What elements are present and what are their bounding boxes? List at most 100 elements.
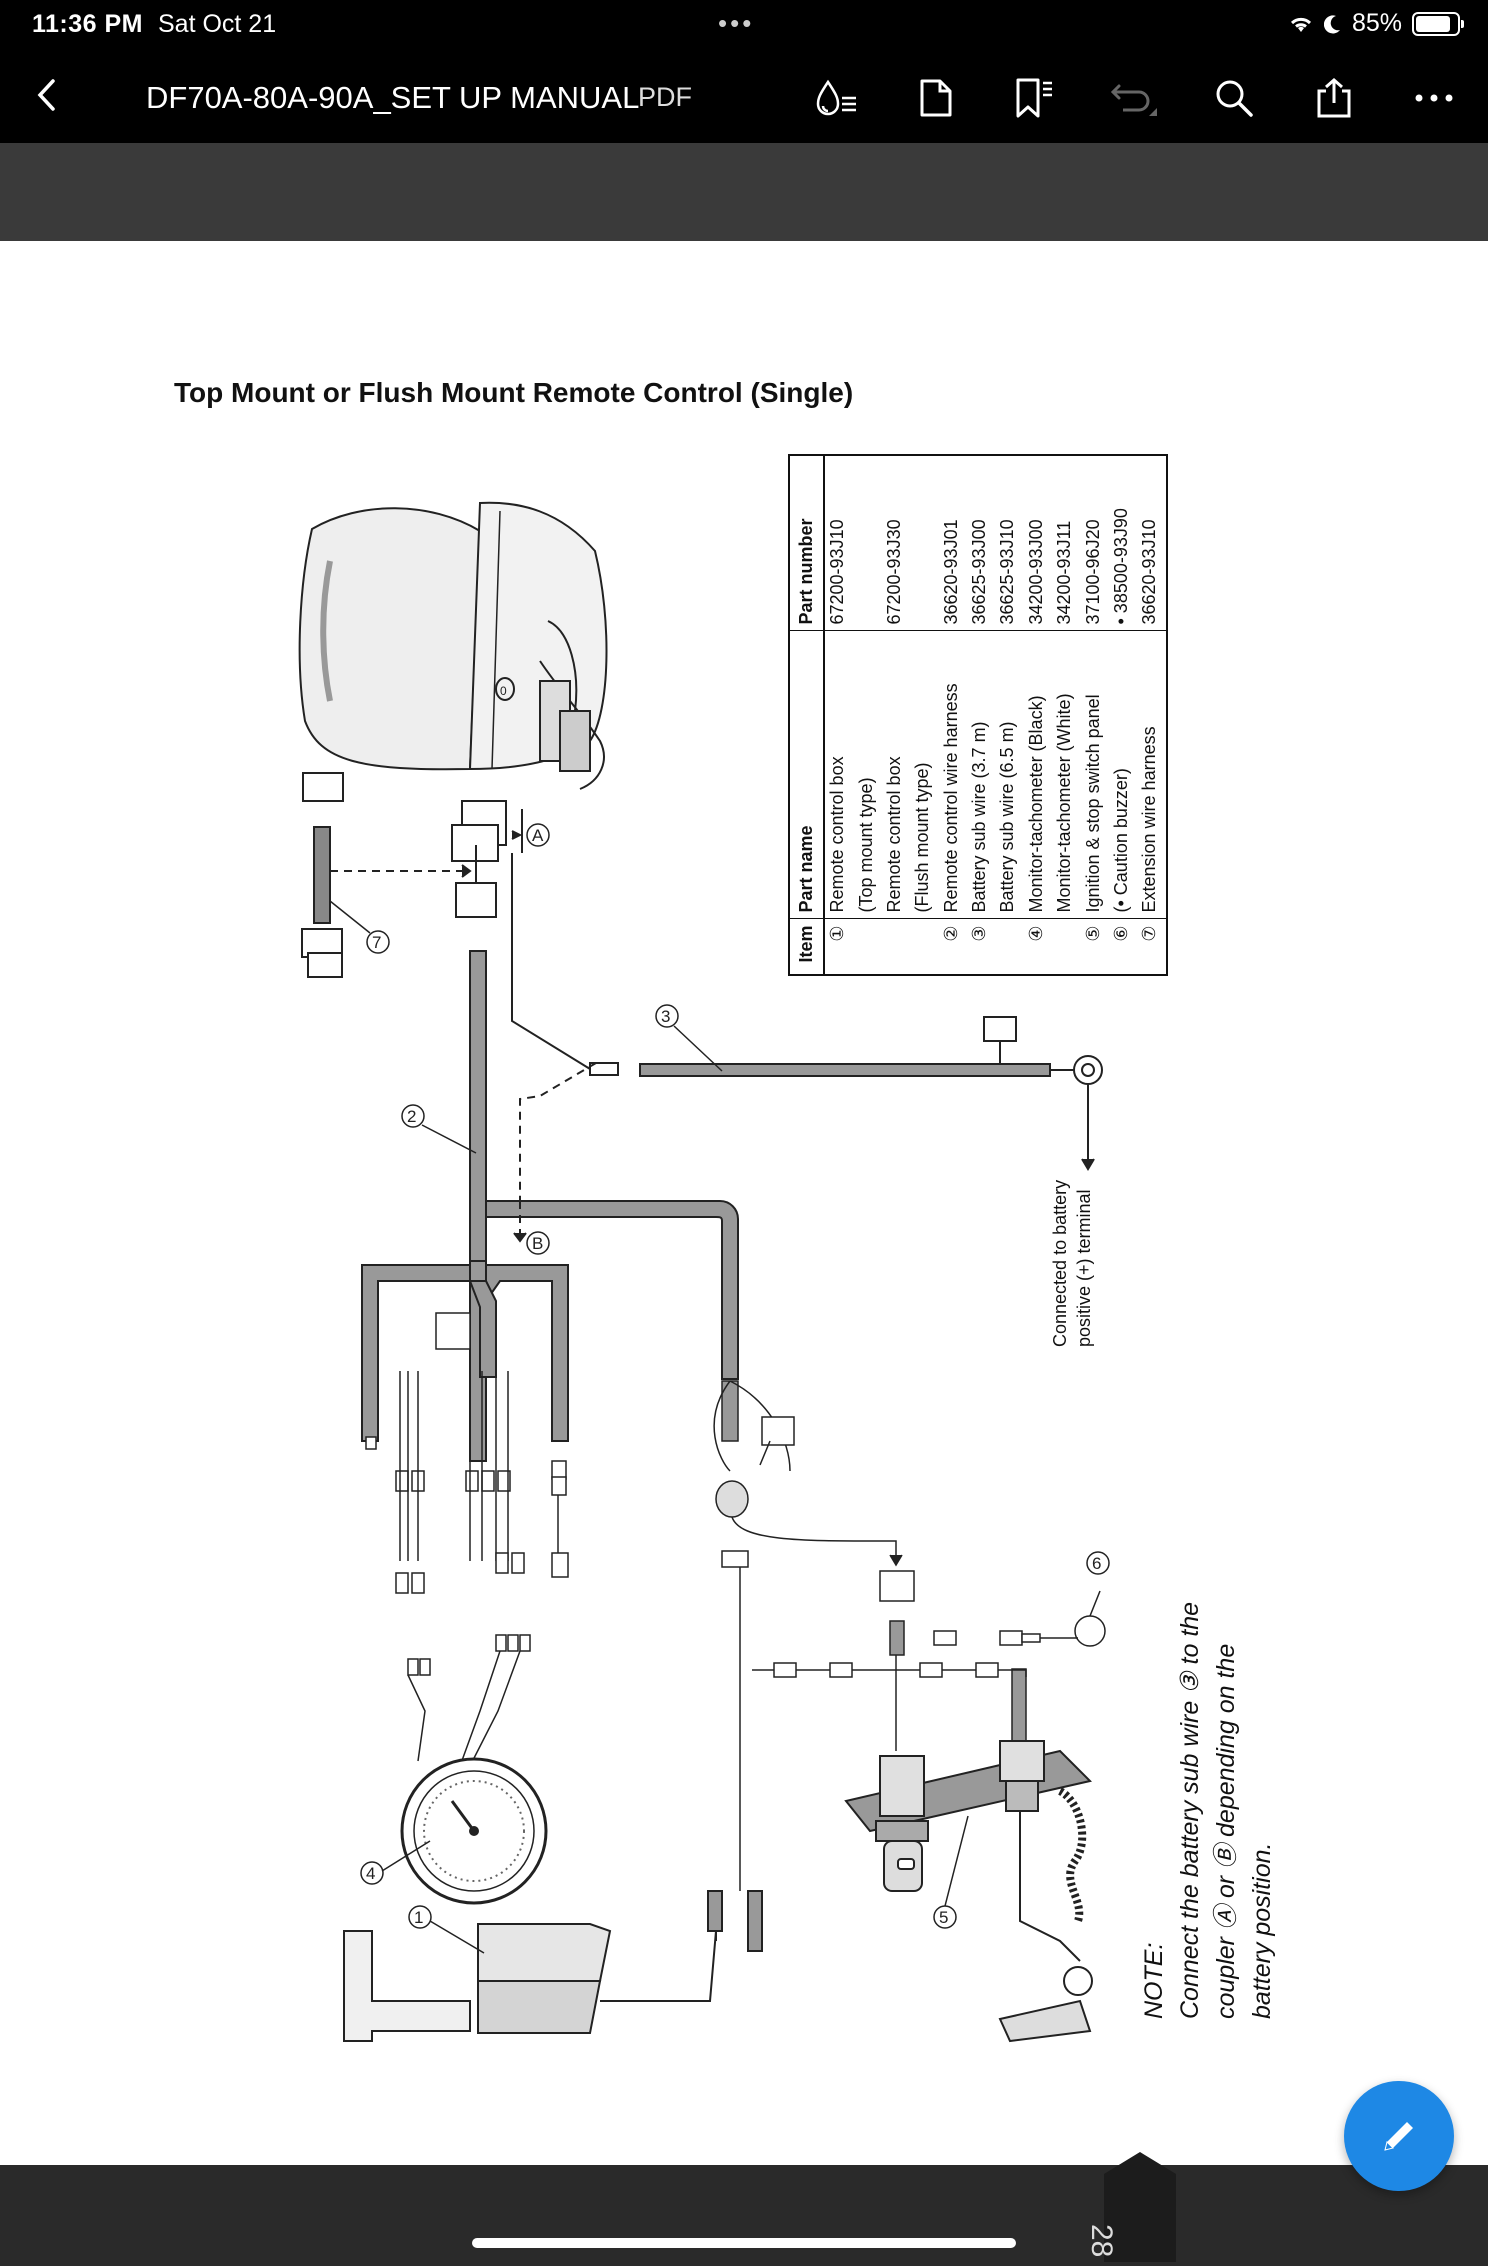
- note-block: NOTE: Connect the battery sub wire ③ to …: [1136, 1379, 1280, 2019]
- row-item: ③: [967, 919, 996, 975]
- moon-icon: [1323, 14, 1340, 33]
- row-name: Battery sub wire (6.5 m): [995, 631, 1024, 919]
- battery-sub-wire-3: [511, 906, 1103, 1243]
- row-number: 67200-93J10: [827, 519, 847, 625]
- row-name: Extension wire harness: [1137, 631, 1167, 919]
- row-item: ①: [824, 919, 854, 975]
- monitor-tachometer-4: [400, 1757, 548, 1905]
- row-name: Monitor-tachometer (Black): [1023, 631, 1053, 919]
- row-item: ④: [1023, 919, 1053, 975]
- row-number: 36620-93J01: [940, 519, 961, 625]
- row-number: [910, 455, 938, 631]
- wifi-icon: [1290, 17, 1311, 32]
- row-item: [853, 919, 882, 975]
- callout-2-label: 2: [407, 1107, 416, 1126]
- back-button[interactable]: [26, 70, 66, 120]
- document-icon: [920, 79, 952, 117]
- bookmark-list-icon: [1016, 78, 1052, 118]
- row-item: ⑤: [1080, 919, 1110, 975]
- row-item: ②: [938, 919, 968, 975]
- callout-7: 7: [329, 900, 390, 954]
- search-button[interactable]: [1206, 70, 1262, 126]
- coupler-b-label: B: [532, 1234, 543, 1253]
- row-number: 34200-93J11: [1054, 520, 1075, 625]
- document-title: DF70A-80A-90A_SET UP MANUAL: [146, 80, 640, 115]
- row-name: (• Caution buzzer): [1109, 631, 1138, 919]
- status-right: 85%: [1288, 9, 1464, 38]
- more-options-button[interactable]: [1406, 70, 1462, 126]
- status-bar: 11:36 PM Sat Oct 21 ••• 85%: [0, 0, 1488, 48]
- table-row: Battery sub wire (6.5 m) 36625-93J10: [995, 455, 1024, 975]
- row-number: • 38500-93J90: [1111, 508, 1132, 625]
- edit-button[interactable]: [1344, 2081, 1454, 2191]
- home-indicator[interactable]: [472, 2238, 1016, 2248]
- coupler-b-mark: B: [526, 1231, 550, 1255]
- ignition-switch-panel-5: [844, 1740, 1093, 2043]
- row-name: Monitor-tachometer (White): [1052, 631, 1081, 919]
- share-button[interactable]: [1306, 70, 1362, 126]
- row-number: 34200-93J00: [1025, 519, 1046, 625]
- main-harness-2: [361, 950, 739, 1462]
- row-item: [1052, 919, 1081, 975]
- switch-panel-leads: [713, 1380, 1106, 1891]
- row-item: [910, 919, 939, 975]
- page-margin-band: [0, 143, 1488, 241]
- callout-4-label: 4: [366, 1864, 375, 1883]
- wiring-diagram: 0: [298, 501, 1110, 2043]
- row-item: ⑥: [1109, 919, 1138, 975]
- multitasking-dots-icon[interactable]: •••: [718, 8, 755, 38]
- note-line-3: battery position.: [1248, 1842, 1276, 2020]
- page-view-button[interactable]: [908, 70, 964, 126]
- remote-control-box-1: [343, 1890, 763, 2042]
- callout-5: 5: [933, 1815, 969, 1929]
- row-number: 37100-96J20: [1082, 519, 1103, 625]
- undo-icon: [1110, 84, 1157, 116]
- row-item: [881, 919, 911, 975]
- status-time: 11:36 PM: [32, 10, 144, 38]
- document-kind: PDF: [638, 82, 692, 112]
- page-number: 28: [1085, 2224, 1118, 2258]
- chevron-left-icon: [37, 79, 55, 111]
- row-number: 67200-93J30: [883, 519, 904, 625]
- row-name: Remote control box: [824, 631, 854, 919]
- callout-6: 6: [1086, 1551, 1110, 1575]
- note-line-2: coupler Ⓐ or Ⓑ depending on the: [1212, 1643, 1240, 2019]
- page-number-tab[interactable]: [1104, 2152, 1176, 2262]
- coupler-a-label: A: [532, 826, 544, 845]
- svg-text:0: 0: [500, 684, 507, 698]
- row-number: [854, 455, 882, 631]
- document-page: Top Mount or Flush Mount Remote Control …: [0, 241, 1488, 2165]
- callout-6-label: 6: [1092, 1554, 1101, 1573]
- coupler-a-mark: A: [526, 823, 550, 847]
- row-name: (Flush mount type): [910, 631, 939, 919]
- bookmarks-button[interactable]: [1006, 70, 1062, 126]
- search-icon: [1216, 80, 1253, 117]
- markup-button[interactable]: [808, 70, 864, 126]
- callout-4: 4: [360, 1840, 431, 1885]
- header-part-name: Part name: [789, 631, 824, 919]
- battery-percent: 85%: [1351, 9, 1402, 37]
- row-number: 36625-93J10: [997, 519, 1018, 625]
- callout-1: 1: [408, 1905, 485, 1954]
- table-row: Monitor-tachometer (White) 34200-93J11: [1052, 455, 1081, 975]
- table-row: (Top mount type): [853, 455, 882, 975]
- undo-button[interactable]: [1106, 70, 1162, 126]
- parts-table-header: Item Part name Part number: [789, 455, 824, 975]
- row-name: Remote control wire harness: [938, 631, 968, 919]
- top-bar: 11:36 PM Sat Oct 21 ••• 85% DF70A-80A-90…: [0, 0, 1488, 143]
- row-name: Battery sub wire (3.7 m): [967, 631, 996, 919]
- callout-1-label: 1: [414, 1908, 423, 1927]
- share-icon: [1317, 78, 1351, 118]
- callout-3: 3: [655, 1004, 723, 1072]
- status-date: Sat Oct 21: [158, 10, 277, 38]
